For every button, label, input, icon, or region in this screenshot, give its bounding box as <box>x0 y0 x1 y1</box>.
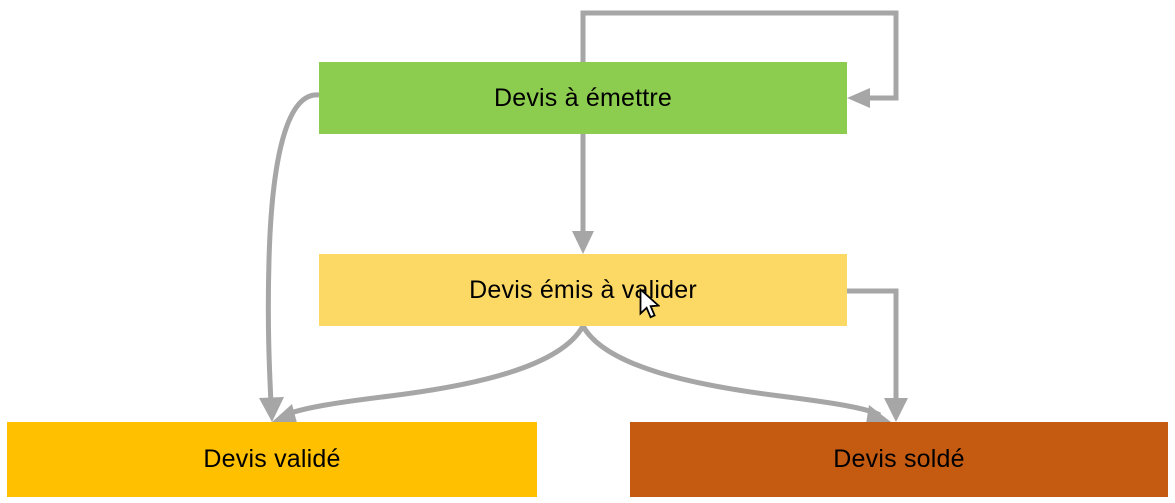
edge-emis-to-solde <box>580 324 882 418</box>
edge-emettre-to-valide <box>265 92 320 405</box>
edge-emis-to-valide <box>281 324 586 419</box>
edge-emis-to-solde-orthogonal <box>847 288 899 408</box>
node-devis-valide[interactable]: Devis validé <box>7 422 537 497</box>
edge-emis-to-valide-arrowhead <box>272 404 297 423</box>
edge-emis-to-solde-orthogonal-arrowhead <box>884 398 908 422</box>
edge-emettre-to-valide-arrowhead <box>259 397 284 422</box>
edge-emettre-to-emis-arrowhead <box>572 231 594 254</box>
edge-emis-to-solde-arrowhead <box>866 405 891 424</box>
node-devis-emis-a-valider[interactable]: Devis émis à valider <box>319 254 847 326</box>
node-devis-solde[interactable]: Devis soldé <box>630 422 1168 497</box>
edge-loop-back-to-emettre <box>580 10 899 101</box>
node-devis-a-emettre[interactable]: Devis à émettre <box>319 62 847 134</box>
edge-loop-back-arrowhead <box>847 88 870 108</box>
